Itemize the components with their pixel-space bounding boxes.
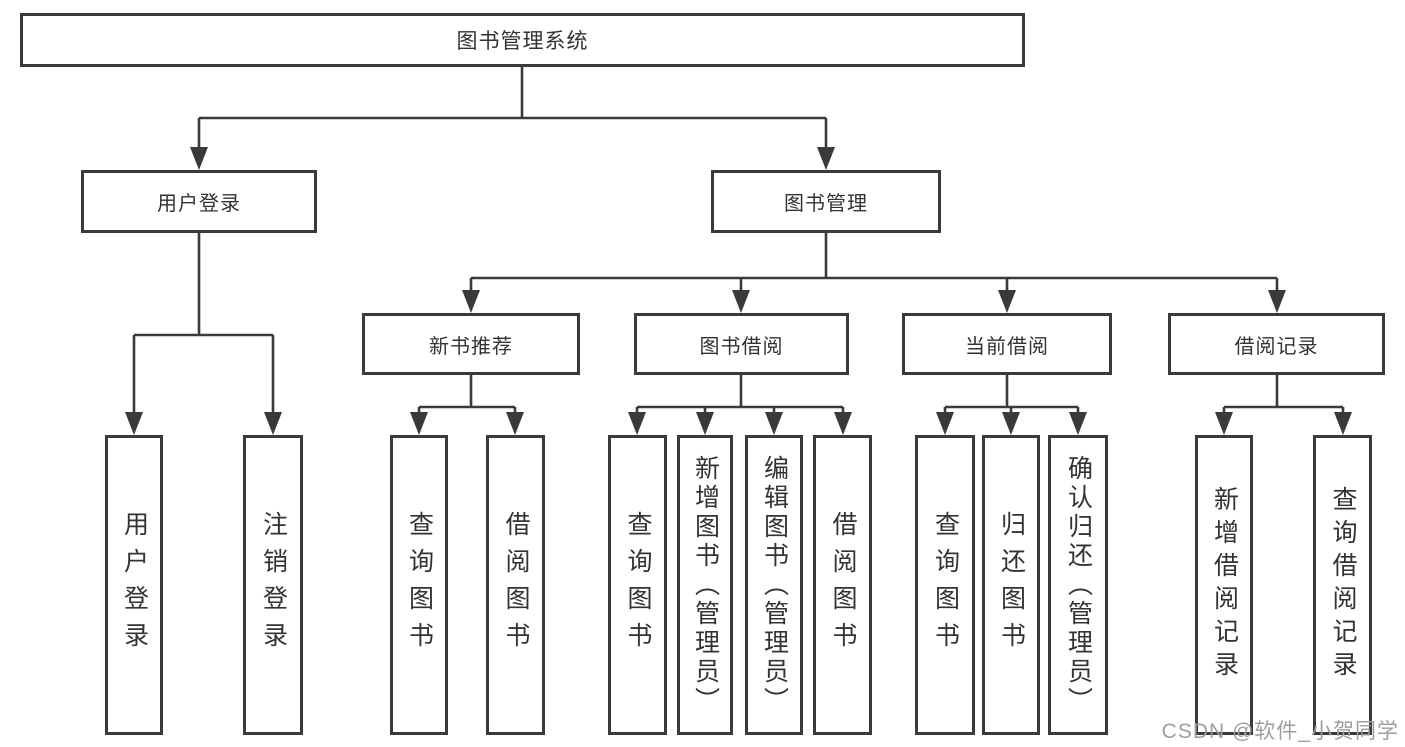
leaf-bb-borrow-books: 借阅图书 bbox=[813, 435, 872, 735]
leaf-bb-borrow-books-label: 借阅图书 bbox=[829, 511, 857, 659]
connector-book-borrow-to-leaves bbox=[628, 375, 852, 435]
connector-root-to-level2 bbox=[190, 67, 835, 170]
node-book-management: 图书管理 bbox=[711, 170, 941, 233]
node-book-borrow: 图书借阅 bbox=[634, 313, 849, 375]
leaf-bb-query-books: 查询图书 bbox=[608, 435, 667, 735]
connector-user-login-to-leaves bbox=[125, 233, 282, 435]
leaf-user-login: 用户登录 bbox=[105, 435, 163, 735]
leaf-br-query-record-label: 查询借阅记录 bbox=[1329, 486, 1357, 684]
leaf-user-login-label: 用户登录 bbox=[120, 511, 149, 659]
watermark: CSDN @软件_小贺同学 bbox=[1161, 720, 1399, 743]
leaf-bb-query-books-label: 查询图书 bbox=[624, 511, 652, 659]
leaf-logout-label: 注销登录 bbox=[259, 511, 288, 659]
leaf-cb-return-books-label: 归还图书 bbox=[997, 511, 1026, 659]
node-user-login: 用户登录 bbox=[81, 170, 317, 233]
connector-current-borrow-to-leaves bbox=[936, 375, 1087, 435]
connector-borrow-records-to-leaves bbox=[1215, 375, 1352, 435]
leaf-bb-edit-books-admin-label: 编辑图书（管理员） bbox=[760, 454, 789, 716]
leaf-cb-confirm-return-admin-label: 确认归还（管理员） bbox=[1064, 454, 1093, 716]
leaf-nbr-query-books: 查询图书 bbox=[390, 435, 448, 735]
connector-book-management-to-level3 bbox=[462, 233, 1286, 313]
connector-new-book-recommend-to-leaves bbox=[410, 375, 524, 435]
leaf-nbr-borrow-books: 借阅图书 bbox=[486, 435, 545, 735]
leaf-cb-query-books-label: 查询图书 bbox=[931, 511, 960, 659]
node-borrow-records: 借阅记录 bbox=[1168, 313, 1385, 375]
leaf-cb-query-books: 查询图书 bbox=[915, 435, 975, 735]
leaf-cb-confirm-return-admin: 确认归还（管理员） bbox=[1048, 435, 1108, 735]
leaf-br-add-record: 新增借阅记录 bbox=[1195, 435, 1253, 735]
leaf-bb-add-books-admin: 新增图书（管理员） bbox=[677, 435, 733, 735]
node-new-book-recommend: 新书推荐 bbox=[362, 313, 580, 375]
leaf-br-add-record-label: 新增借阅记录 bbox=[1210, 486, 1239, 684]
leaf-logout: 注销登录 bbox=[243, 435, 303, 735]
node-library-system: 图书管理系统 bbox=[20, 13, 1025, 67]
leaf-bb-add-books-admin-label: 新增图书（管理员） bbox=[691, 454, 720, 716]
leaf-br-query-record: 查询借阅记录 bbox=[1313, 435, 1372, 735]
leaf-bb-edit-books-admin: 编辑图书（管理员） bbox=[745, 435, 803, 735]
node-current-borrow: 当前借阅 bbox=[902, 313, 1112, 375]
leaf-cb-return-books: 归还图书 bbox=[982, 435, 1040, 735]
leaf-nbr-query-books-label: 查询图书 bbox=[405, 511, 434, 659]
leaf-nbr-borrow-books-label: 借阅图书 bbox=[502, 511, 530, 659]
